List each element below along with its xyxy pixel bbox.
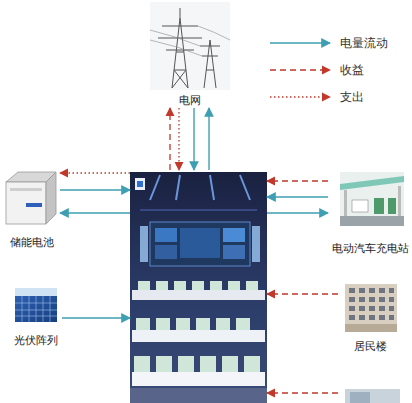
node-box: 储能电池 [4,168,60,250]
residence-illustration [345,284,397,332]
node-box: 居民楼 [338,282,402,354]
flow-arrow [193,108,194,170]
flow-arrow [60,189,130,190]
legend-sample [270,65,332,75]
legend-item: 电量流动 [270,35,410,51]
partial-illustration [345,389,400,403]
node-box: 电网 [148,0,232,108]
node-box: 光伏阵列 [10,286,62,348]
node-box [338,386,402,403]
legend-item: 支出 [270,89,410,105]
flow-arrow [208,108,209,170]
solar-illustration [15,288,57,322]
node-box: 电动汽车充电站 [328,170,412,256]
node-label: 电动汽车充电站 [322,242,412,256]
legend-item: 收益 [270,62,410,78]
node-label: 光伏阵列 [4,334,68,348]
flow-arrow [267,196,328,197]
legend-text: 收益 [340,62,364,78]
node-box [130,170,267,403]
flow-arrow [267,293,338,294]
flow-arrow [60,212,130,213]
battery-illustration [6,172,56,224]
flow-arrow [60,172,130,173]
node-label: 电网 [142,94,238,108]
node-label: 储能电池 [0,236,66,250]
flow-arrow [62,317,130,318]
power-tower [150,2,230,90]
flow-arrow [267,180,328,181]
legend-sample [270,92,332,102]
ev-station-illustration [340,172,404,226]
legend-text: 支出 [340,89,364,105]
flow-arrow [267,212,328,213]
flow-arrow [267,392,338,393]
node-label: 居民楼 [332,340,408,354]
flow-arrow [178,108,179,170]
legend-sample [270,38,332,48]
control-room [130,172,267,403]
legend-text: 电量流动 [340,35,388,51]
flow-arrow [169,108,170,170]
